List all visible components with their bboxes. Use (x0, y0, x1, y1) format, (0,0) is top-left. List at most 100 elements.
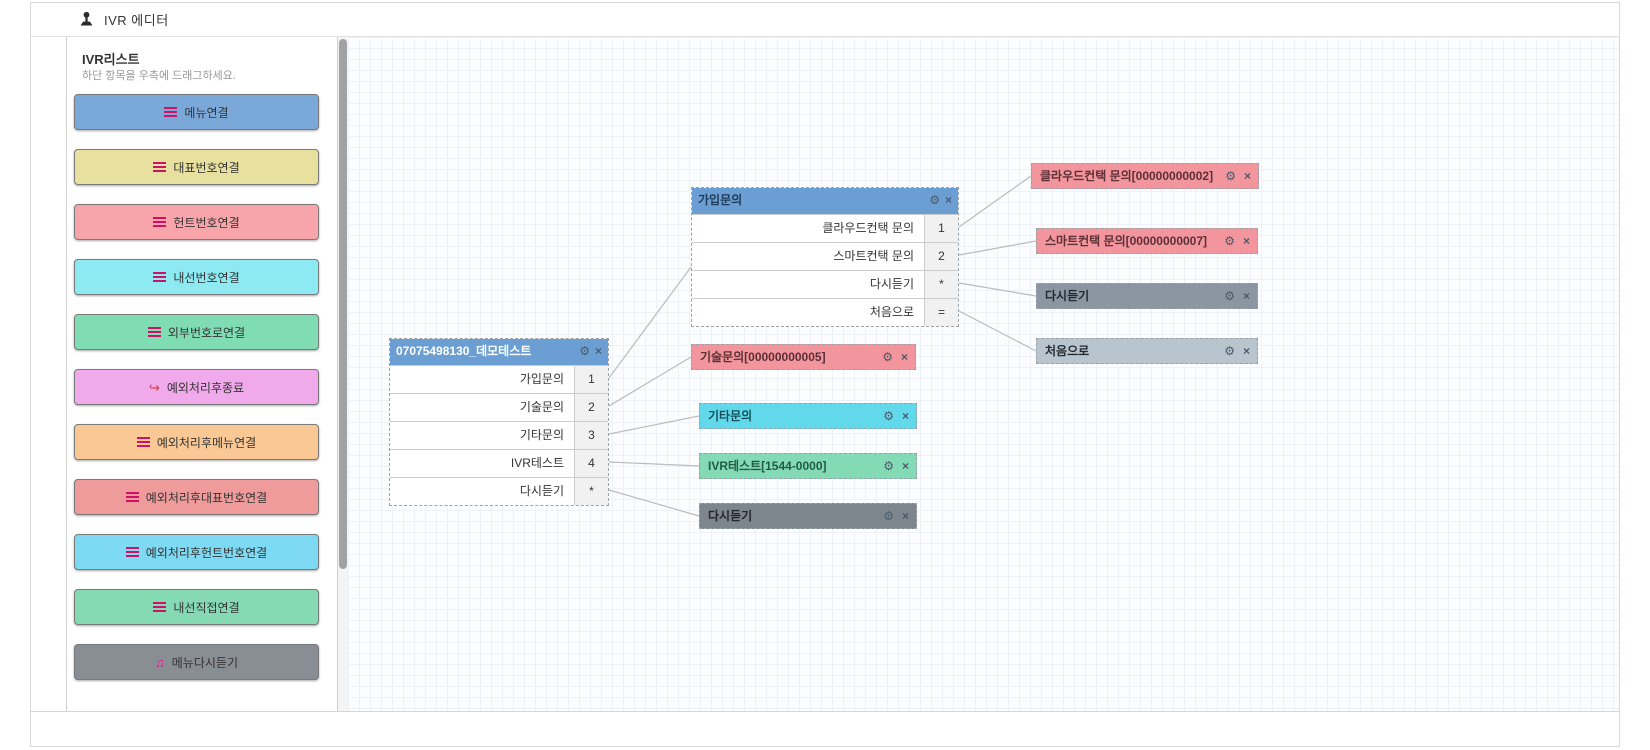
menu-lines-icon (125, 492, 139, 502)
close-icon[interactable]: × (944, 193, 952, 207)
palette-item-extension-number-connect[interactable]: 내선번호연결 (74, 259, 319, 295)
menu-row[interactable]: 클라우드컨택 문의 1 (692, 214, 958, 242)
gear-icon[interactable]: ⚙ (1224, 234, 1235, 248)
palette-item-menu-replay[interactable]: ♫ 메뉴다시듣기 (74, 644, 319, 680)
leaf-node-tech-inquiry[interactable]: 기술문의[00000000005] ⚙ × (691, 344, 916, 370)
palette-item-exception-hunt-number-connect[interactable]: 예외처리후헌트번호연결 (74, 534, 319, 570)
gear-icon[interactable]: ⚙ (883, 459, 894, 473)
node-title: 기타문의 (708, 409, 753, 423)
palette-item-label: 내선번호연결 (173, 270, 240, 285)
close-icon[interactable]: × (1242, 234, 1250, 248)
node-title: 07075498130_데모테스트 (396, 344, 532, 358)
ivr-palette-sidebar: IVR리스트 하단 항목을 우측에 드래그하세요. 메뉴연결 대표번호연결 헌트… (66, 37, 338, 711)
close-icon[interactable]: × (1242, 289, 1250, 303)
palette-item-label: 예외처리후메뉴연결 (156, 435, 257, 450)
row-label: 기타문의 (519, 428, 564, 442)
menu-lines-icon (153, 162, 167, 172)
row-key[interactable]: 1 (574, 366, 608, 393)
palette-item-label: 메뉴연결 (184, 105, 229, 120)
close-icon[interactable]: × (594, 344, 602, 358)
node-title: 다시듣기 (1045, 289, 1090, 303)
left-gutter (31, 37, 66, 711)
palette-item-exception-main-number-connect[interactable]: 예외처리후대표번호연결 (74, 479, 319, 515)
page-title: IVR 에디터 (104, 13, 169, 28)
leaf-node-replay[interactable]: 다시듣기 ⚙ × (699, 503, 917, 529)
close-icon[interactable]: × (901, 459, 909, 473)
row-label: 다시듣기 (519, 484, 564, 498)
leaf-node-smart-contact-inquiry[interactable]: 스마트컨택 문의[00000000007] ⚙ × (1036, 228, 1258, 254)
row-key[interactable]: 4 (574, 450, 608, 477)
node-title: 클라우드컨택 문의[00000000002] (1040, 169, 1214, 183)
gear-icon[interactable]: ⚙ (882, 350, 893, 364)
row-key[interactable]: 2 (924, 243, 958, 270)
palette-item-label: 내선직접연결 (173, 600, 240, 615)
row-key[interactable]: 1 (924, 215, 958, 242)
row-label: 스마트컨택 문의 (833, 249, 914, 263)
menu-lines-icon (136, 437, 150, 447)
palette-item-exception-end[interactable]: ↪ 예외처리후종료 (74, 369, 319, 405)
leaf-node-etc-inquiry[interactable]: 기타문의 ⚙ × (699, 403, 917, 429)
palette-item-label: 대표번호연결 (173, 160, 240, 175)
gear-icon[interactable]: ⚙ (883, 409, 894, 423)
palette-item-label: 헌트번호연결 (173, 215, 240, 230)
gear-icon[interactable]: ⚙ (929, 193, 940, 207)
palette-item-hunt-number-connect[interactable]: 헌트번호연결 (74, 204, 319, 240)
menu-row[interactable]: 가입문의 1 (390, 365, 608, 393)
close-icon[interactable]: × (1243, 169, 1251, 183)
menu-lines-icon (164, 107, 178, 117)
palette-item-exception-menu-connect[interactable]: 예외처리후메뉴연결 (74, 424, 319, 460)
forward-arrow-icon: ↪ (148, 379, 160, 395)
flow-canvas[interactable]: 07075498130_데모테스트 ⚙ × 가입문의 1 기술문의 2 기타문의… (348, 37, 1619, 711)
palette-item-external-number-connect[interactable]: 외부번호로연결 (74, 314, 319, 350)
menu-row[interactable]: 처음으로 = (692, 298, 958, 326)
menu-row[interactable]: 스마트컨택 문의 2 (692, 242, 958, 270)
palette-item-label: 외부번호로연결 (167, 325, 246, 340)
scrollbar-thumb[interactable] (339, 39, 347, 569)
node-title: 다시듣기 (708, 509, 753, 523)
close-icon[interactable]: × (900, 350, 908, 364)
leaf-node-replay-2[interactable]: 다시듣기 ⚙ × (1036, 283, 1258, 309)
menu-row[interactable]: IVR테스트 4 (390, 449, 608, 477)
leaf-node-to-start[interactable]: 처음으로 ⚙ × (1036, 338, 1258, 364)
node-header[interactable]: 가입문의 ⚙ × (692, 188, 958, 214)
gear-icon[interactable]: ⚙ (1224, 344, 1235, 358)
palette-item-label: 예외처리후종료 (166, 380, 245, 395)
joystick-icon (80, 11, 93, 26)
close-icon[interactable]: × (1242, 344, 1250, 358)
palette-item-extension-direct-connect[interactable]: 내선직접연결 (74, 589, 319, 625)
row-label: 다시듣기 (869, 277, 914, 291)
row-label: IVR테스트 (510, 456, 564, 470)
menu-row[interactable]: 다시듣기 * (692, 270, 958, 298)
sidebar-subtitle: 하단 항목을 우측에 드래그하세요. (82, 70, 236, 82)
node-title: IVR테스트[1544-0000] (708, 459, 827, 473)
menu-lines-icon (153, 217, 167, 227)
node-title: 스마트컨택 문의[00000000007] (1045, 234, 1208, 248)
palette-item-main-number-connect[interactable]: 대표번호연결 (74, 149, 319, 185)
row-key[interactable]: * (574, 478, 608, 505)
leaf-node-cloud-contact-inquiry[interactable]: 클라우드컨택 문의[00000000002] ⚙ × (1031, 163, 1259, 189)
gear-icon[interactable]: ⚙ (1224, 289, 1235, 303)
row-key[interactable]: * (924, 271, 958, 298)
menu-lines-icon (153, 272, 167, 282)
row-key[interactable]: 3 (574, 422, 608, 449)
menu-lines-icon (125, 547, 139, 557)
node-title: 기술문의[00000000005] (700, 350, 826, 364)
menu-row[interactable]: 기타문의 3 (390, 421, 608, 449)
close-icon[interactable]: × (901, 509, 909, 523)
palette-item-menu-connect[interactable]: 메뉴연결 (74, 94, 319, 130)
close-icon[interactable]: × (901, 409, 909, 423)
leaf-node-ivr-test[interactable]: IVR테스트[1544-0000] ⚙ × (699, 453, 917, 479)
node-title: 가입문의 (698, 193, 743, 207)
menu-node-join-inquiry[interactable]: 가입문의 ⚙ × 클라우드컨택 문의 1 스마트컨택 문의 2 다시듣기 * (691, 187, 959, 327)
row-key[interactable]: 2 (574, 394, 608, 421)
gear-icon[interactable]: ⚙ (883, 509, 894, 523)
node-header[interactable]: 07075498130_데모테스트 ⚙ × (390, 339, 608, 365)
menu-node-main[interactable]: 07075498130_데모테스트 ⚙ × 가입문의 1 기술문의 2 기타문의… (389, 338, 609, 506)
row-key[interactable]: = (924, 299, 958, 326)
sidebar-scrollbar[interactable] (338, 37, 348, 711)
gear-icon[interactable]: ⚙ (1225, 169, 1236, 183)
gear-icon[interactable]: ⚙ (579, 344, 590, 358)
menu-lines-icon (153, 602, 167, 612)
menu-row[interactable]: 기술문의 2 (390, 393, 608, 421)
menu-row[interactable]: 다시듣기 * (390, 477, 608, 505)
